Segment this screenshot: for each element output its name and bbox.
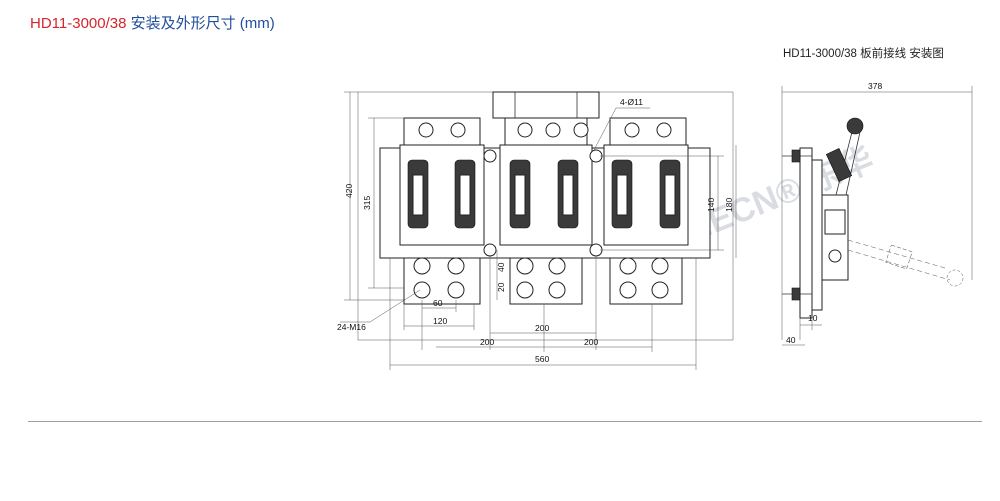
dim-200-center: 200 (535, 323, 549, 333)
dim-side-40: 40 (786, 335, 796, 345)
dim-60: 60 (433, 298, 443, 308)
pole-left (399, 117, 485, 305)
mounting-hole (483, 149, 497, 163)
dim-315: 315 (362, 196, 372, 210)
pole-right (603, 117, 689, 305)
side-contact (821, 194, 849, 281)
dim-120: 120 (433, 316, 447, 326)
dim-200-right: 200 (584, 337, 598, 347)
dim-side-10: 10 (808, 313, 818, 323)
divider (28, 421, 982, 422)
title-text: 安装及外形尺寸 (mm) (126, 15, 275, 32)
hole-callout: 4-Ø11 (620, 97, 643, 107)
dim-140: 140 (706, 198, 716, 212)
dim-420: 420 (344, 184, 354, 198)
side-view-caption: HD11-3000/38 板前接线 安装图 (783, 48, 944, 60)
dim-378: 378 (868, 81, 882, 91)
side-view: 378 10 40 (781, 81, 973, 346)
front-view: 420 315 140 180 40 20 4-Ø11 24-M16 60 12… (337, 91, 737, 370)
dim-180: 180 (724, 198, 734, 212)
pole-middle (499, 117, 593, 305)
dim-40: 40 (496, 262, 506, 272)
dim-560: 560 (535, 354, 549, 364)
bolt-callout: 24-M16 (337, 322, 366, 332)
side-plate (799, 147, 813, 319)
dim-20: 20 (496, 282, 506, 292)
top-bracket (492, 91, 600, 119)
dim-200-left: 200 (480, 337, 494, 347)
handle-knob (846, 117, 864, 135)
title-model: HD11-3000/38 (30, 15, 127, 32)
mounting-hole (483, 243, 497, 257)
page-title: HD11-3000/38 安装及外形尺寸 (mm) (30, 12, 275, 33)
